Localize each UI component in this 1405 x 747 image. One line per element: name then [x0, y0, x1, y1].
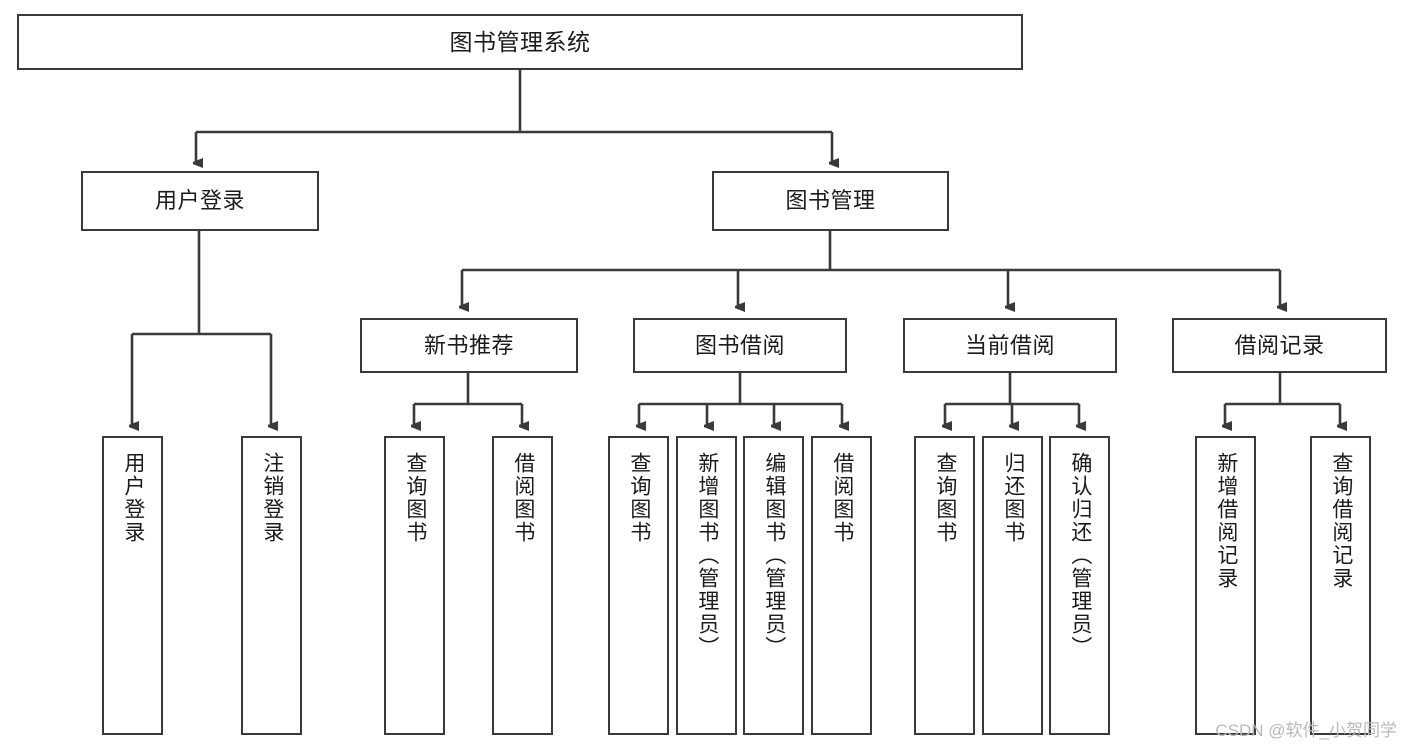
- node-leaf-borrow-book-1-label: 借阅图书: [511, 452, 535, 544]
- node-leaf-query-record-label: 查询借阅记录: [1329, 452, 1353, 590]
- node-leaf-logout-login-label: 注销登录: [260, 452, 284, 544]
- node-current-borrow-label: 当前借阅: [964, 332, 1055, 358]
- node-leaf-query-book-3[interactable]: 查询图书: [914, 436, 975, 735]
- node-leaf-user-login[interactable]: 用户登录: [102, 436, 163, 735]
- node-leaf-add-book-label: 新增图书（管理员）: [695, 452, 719, 659]
- node-leaf-user-login-label: 用户登录: [121, 452, 145, 544]
- node-current-borrow[interactable]: 当前借阅: [903, 318, 1117, 373]
- node-book-borrow[interactable]: 图书借阅: [633, 318, 847, 373]
- node-new-book-recommend-label: 新书推荐: [423, 332, 514, 358]
- node-leaf-return-book[interactable]: 归还图书: [982, 436, 1043, 735]
- node-borrow-record-label: 借阅记录: [1234, 332, 1325, 358]
- node-leaf-add-record-label: 新增借阅记录: [1214, 452, 1238, 590]
- node-user-login[interactable]: 用户登录: [81, 171, 319, 231]
- node-leaf-query-book-2[interactable]: 查询图书: [608, 436, 669, 735]
- node-book-borrow-label: 图书借阅: [694, 332, 785, 358]
- node-leaf-query-book-2-label: 查询图书: [627, 452, 651, 544]
- node-leaf-add-record[interactable]: 新增借阅记录: [1195, 436, 1256, 735]
- node-leaf-edit-book-label: 编辑图书（管理员）: [762, 452, 786, 659]
- node-leaf-borrow-book-1[interactable]: 借阅图书: [492, 436, 553, 735]
- node-leaf-logout-login[interactable]: 注销登录: [241, 436, 302, 735]
- node-leaf-query-book-1-label: 查询图书: [403, 452, 427, 544]
- node-root-label: 图书管理系统: [449, 28, 591, 55]
- node-leaf-confirm-return[interactable]: 确认归还（管理员）: [1049, 436, 1110, 735]
- node-user-login-label: 用户登录: [154, 188, 245, 214]
- node-leaf-borrow-book-2[interactable]: 借阅图书: [811, 436, 872, 735]
- node-leaf-confirm-return-label: 确认归还（管理员）: [1068, 452, 1092, 659]
- node-leaf-query-record[interactable]: 查询借阅记录: [1310, 436, 1371, 735]
- node-leaf-borrow-book-2-label: 借阅图书: [830, 452, 854, 544]
- node-book-management[interactable]: 图书管理: [712, 171, 949, 231]
- node-leaf-edit-book[interactable]: 编辑图书（管理员）: [743, 436, 804, 735]
- csdn-watermark: CSDN @软件_小贺同学: [1215, 721, 1397, 740]
- node-leaf-return-book-label: 归还图书: [1001, 452, 1025, 544]
- node-new-book-recommend[interactable]: 新书推荐: [360, 318, 578, 373]
- node-leaf-query-book-1[interactable]: 查询图书: [384, 436, 445, 735]
- node-book-management-label: 图书管理: [785, 188, 876, 214]
- node-root-book-management-system[interactable]: 图书管理系统: [17, 14, 1023, 70]
- node-leaf-query-book-3-label: 查询图书: [933, 452, 957, 544]
- node-borrow-record[interactable]: 借阅记录: [1172, 318, 1387, 373]
- node-leaf-add-book[interactable]: 新增图书（管理员）: [676, 436, 737, 735]
